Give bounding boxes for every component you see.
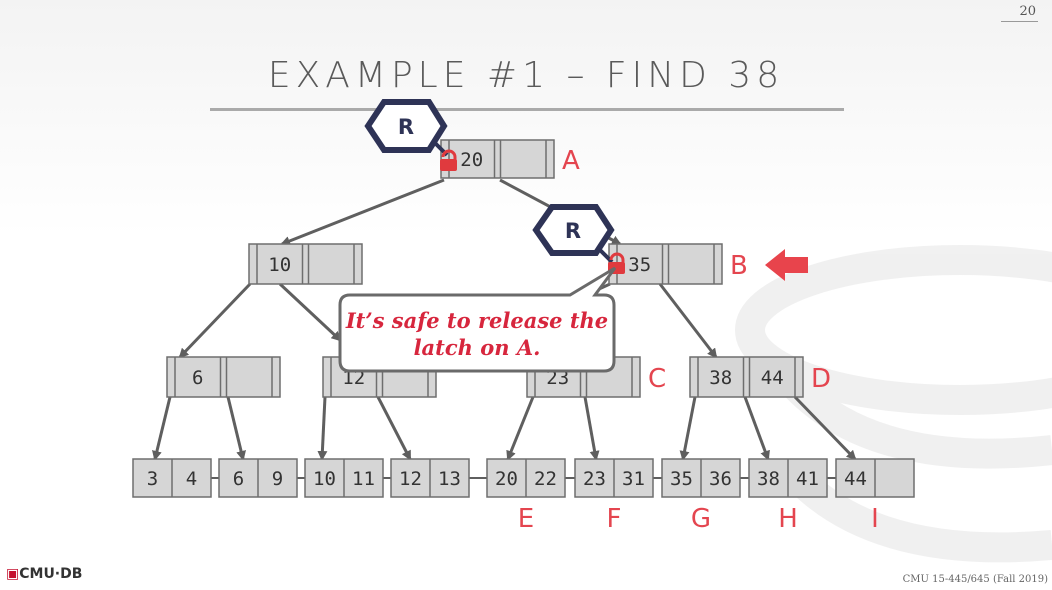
leaf-node: 44I	[835, 458, 915, 534]
tree-edge	[793, 395, 857, 461]
lock-icon	[440, 149, 457, 171]
tree-edge	[317, 396, 328, 461]
leaf-node: 23 31F	[574, 458, 654, 534]
cmu-db-logo: ▣CMU·DB	[6, 566, 82, 582]
tree-edge	[376, 396, 412, 461]
callout-bubble: It’s safe to release the latch on A.	[338, 266, 617, 373]
leaf-key: 6	[233, 468, 244, 490]
tree-edge	[278, 282, 342, 342]
leaf-node: 35 36G	[661, 458, 741, 534]
leaf-key: 3	[147, 468, 158, 490]
node-box	[608, 243, 723, 285]
leaf-label: F	[607, 504, 622, 534]
callout-line-2: latch on A.	[414, 335, 541, 360]
leaf-key: 35	[670, 468, 693, 490]
read-latch-label: R	[565, 219, 581, 243]
leaf-key: 41	[796, 468, 819, 490]
node-key: 6	[192, 367, 203, 389]
tree-edge	[226, 396, 246, 461]
node-key: 44	[761, 367, 784, 389]
node-key: 20	[460, 149, 483, 171]
leaf-node: 20 22E	[486, 458, 566, 534]
inner-node-b: 35	[608, 243, 723, 285]
node-box	[248, 243, 363, 285]
read-latch-label: R	[398, 115, 414, 139]
leaf-key: 36	[709, 468, 732, 490]
node-label: D	[811, 364, 831, 394]
callout-line-1: It’s safe to release the	[345, 308, 608, 333]
leaf-label: G	[691, 504, 711, 534]
slide-title: EXAMPLE #1 – FIND 38	[267, 55, 785, 96]
leaf-node: 12 13	[390, 458, 470, 498]
current-node-arrow-icon	[765, 249, 808, 281]
node-key: 38	[709, 367, 732, 389]
tree-edge	[152, 396, 172, 461]
leaf-key: 11	[352, 468, 375, 490]
course-label: CMU 15-445/645 (Fall 2019)	[902, 574, 1048, 585]
leaf-label: I	[871, 504, 879, 534]
logo-text: CMU·DB	[19, 566, 83, 582]
inner-node-a: 20	[440, 139, 555, 179]
node-key: 10	[268, 254, 291, 276]
leaf-key: 9	[272, 468, 283, 490]
leaf-key: 13	[438, 468, 461, 490]
inner-node-d: 38 44	[689, 356, 804, 398]
node-label: C	[648, 364, 666, 394]
watermark-logo	[735, 245, 1052, 563]
leaf-key: 38	[757, 468, 780, 490]
leaf-label: H	[778, 504, 798, 534]
tree-edge	[658, 283, 718, 359]
leaf-key: 4	[186, 468, 197, 490]
leaf-node: 38 41H	[748, 458, 828, 534]
node-box	[166, 356, 281, 398]
node-label: B	[730, 251, 748, 281]
leaf-key: 10	[313, 468, 336, 490]
inner-node-n6: 6	[166, 356, 281, 398]
leaf-key: 23	[583, 468, 606, 490]
read-latch-badge-b: R	[532, 204, 615, 256]
page-number: 20	[1001, 4, 1038, 22]
node-box	[440, 139, 555, 179]
leaf-key: 44	[844, 468, 867, 490]
tree-edge	[280, 178, 445, 246]
title-divider	[210, 108, 844, 111]
node-key: 35	[628, 254, 651, 276]
tree-edge	[583, 396, 600, 461]
node-label: A	[562, 146, 580, 176]
node-box	[689, 356, 804, 398]
leaf-node: 10 11	[304, 458, 384, 498]
tree-edge	[506, 396, 535, 461]
leaf-key: 31	[622, 468, 645, 490]
leaf-key: 22	[534, 468, 557, 490]
tree-edge	[743, 396, 770, 461]
read-latch-badge-a: R	[364, 99, 448, 153]
leaf-key: 12	[399, 468, 422, 490]
inner-node-n10: 10	[248, 243, 363, 285]
tree-edge	[178, 282, 252, 359]
leaf-key: 20	[495, 468, 518, 490]
database-icon: ▣	[6, 566, 20, 582]
tree-edge	[679, 396, 697, 461]
leaf-label: E	[518, 504, 534, 534]
